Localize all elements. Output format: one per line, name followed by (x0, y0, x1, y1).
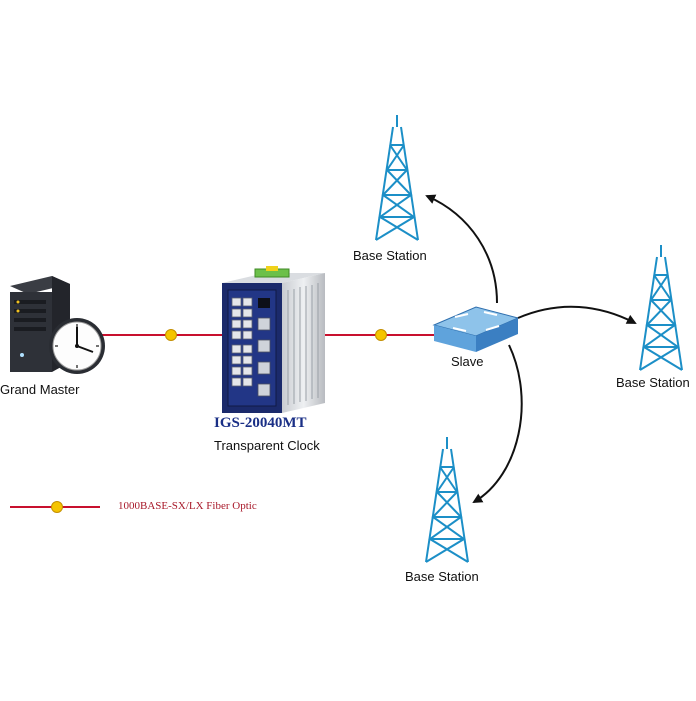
fiber-link-device-to-slave (325, 329, 436, 341)
base-station-label-right: Base Station (616, 375, 690, 390)
cell-tower-icon-top (375, 115, 419, 241)
base-station-label-bottom: Base Station (405, 569, 479, 584)
legend-label: 1000BASE-SX/LX Fiber Optic (118, 500, 257, 512)
legend-fiber-symbol (10, 501, 100, 513)
slave-switch-icon (432, 306, 520, 352)
industrial-switch-icon (222, 266, 325, 413)
fiber-marker (375, 329, 387, 341)
cell-tower-icon-bottom (425, 437, 469, 563)
clock-icon (49, 318, 105, 374)
console-port (258, 298, 270, 308)
grand-master-label: Grand Master (0, 382, 80, 397)
device-model-label: IGS-20040MT (214, 415, 307, 431)
terminal-screw (266, 266, 278, 271)
arrow-to-base-station-bottom (472, 344, 523, 504)
arrow-to-base-station-right (517, 305, 637, 324)
arrow-to-base-station-top (425, 194, 498, 304)
rj45-ports (231, 297, 253, 387)
sfp-slots (257, 317, 271, 397)
fiber-link-master-to-device (100, 329, 222, 341)
cell-tower-icon-right (639, 245, 683, 371)
fiber-marker (165, 329, 177, 341)
base-station-label-top: Base Station (353, 248, 427, 263)
slave-label: Slave (451, 354, 484, 369)
device-role-label: Transparent Clock (214, 438, 320, 453)
